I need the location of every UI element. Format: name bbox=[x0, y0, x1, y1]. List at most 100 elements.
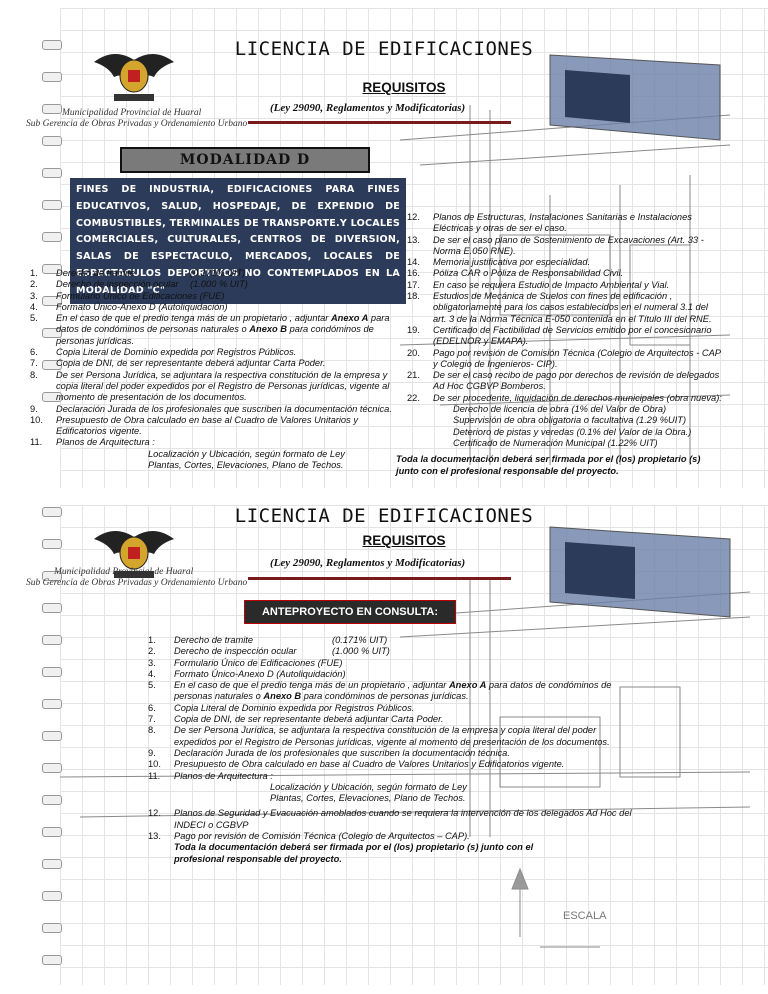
list-item: 4.Formato Único-Anexo D (Autoliquidación… bbox=[148, 669, 638, 680]
item-text: Póliza CAR o Póliza de Responsabilidad C… bbox=[433, 268, 624, 279]
item-number: 3. bbox=[30, 290, 38, 301]
list-item: 4. Formato Único-Anexo D (Autoliquidación… bbox=[30, 302, 396, 313]
document-sheet-2: ESCALA Municipalidad Provincial de Huara… bbox=[0, 497, 768, 994]
item-number: 19. bbox=[407, 324, 420, 335]
list-item: 9.Declaración Jurada de los profesionale… bbox=[30, 404, 396, 415]
list-item: 12.Planos de Seguridad y Evacuación amob… bbox=[148, 808, 638, 831]
item-number: 13. bbox=[407, 234, 420, 245]
list-item: 5.En el caso de que el predio tenga más … bbox=[148, 680, 638, 703]
list-item: 9.Declaración Jurada de los profesionale… bbox=[148, 748, 638, 759]
item-text: Formato Único-Anexo D (Autoliquidación) bbox=[174, 668, 346, 679]
item-text: Presupuesto de Obra calculado en base al… bbox=[56, 414, 358, 437]
item-text: Declaración Jurada de los profesionales … bbox=[56, 403, 392, 414]
list-item: 21. De ser el caso recibo de pago por der… bbox=[407, 370, 722, 393]
list-item: 1. Derecho de tramite (0.171% UIT) bbox=[30, 268, 396, 279]
signature-note: Toda la documentación deberá ser firmada… bbox=[174, 842, 534, 864]
item-fee: (1.000 % UIT) bbox=[332, 646, 390, 657]
item-text: Copia Literal de Dominio expedida por Re… bbox=[56, 347, 297, 358]
decorative-divider bbox=[248, 121, 511, 124]
list-item: 20.Pago por revisión de Comisión Técnica… bbox=[407, 348, 722, 371]
list-item: 1.Derecho de tramite(0.171% UIT) bbox=[148, 635, 638, 646]
list-item: 3. Formulario Único de Edificaciones (FUE… bbox=[148, 658, 638, 669]
list-item: 7.Copia de DNI, de ser representante deb… bbox=[148, 714, 638, 725]
item-number: 22. bbox=[407, 392, 420, 403]
sub-item: Derecho de licencia de obra (1% del Valo… bbox=[453, 404, 667, 415]
item-number: 4. bbox=[30, 301, 38, 312]
spiral-binding bbox=[42, 40, 62, 424]
item-number: 18. bbox=[407, 291, 420, 302]
item-number: 2. bbox=[30, 279, 38, 290]
list-item: 11. Planos de Arquitectura : bbox=[148, 771, 638, 782]
item-text: Certificado de Factibilidad de Servicios… bbox=[433, 324, 712, 347]
item-fee: (0.171% UIT) bbox=[332, 635, 388, 645]
item-number: 1. bbox=[30, 268, 38, 278]
sub-gerencia-name: Sub Gerencia de Obras Privadas y Ordenam… bbox=[26, 119, 248, 129]
item-number: 10. bbox=[30, 414, 43, 425]
list-item: 6.Copia Literal de Dominio expedida por … bbox=[30, 347, 396, 358]
sub-item: Supervisión de obra obligatoria o facult… bbox=[453, 415, 687, 426]
fines-description-box: FINES DE INDUSTRIA, EDIFICACIONES PARA F… bbox=[70, 178, 406, 304]
item-text: Copia de DNI, de ser representante deber… bbox=[174, 714, 444, 725]
sub-item: Localización y Ubicación, según formato … bbox=[148, 448, 345, 459]
requirements-heading: REQUISITOS bbox=[362, 533, 446, 548]
item-text: En caso se requiera Estudio de Impacto A… bbox=[433, 279, 670, 290]
item-text: De ser el caso recibo de pago por derech… bbox=[433, 370, 720, 392]
item-fee: (1.000 % UIT) bbox=[190, 279, 248, 290]
annex-label: Anexo B bbox=[249, 324, 288, 335]
municipality-name: Municipalidad Provincial de Huaral bbox=[62, 108, 202, 118]
item-text: De ser Persona Jurídica, se adjuntara la… bbox=[56, 369, 390, 403]
item-number: 6. bbox=[148, 702, 156, 713]
item-text: De ser el caso plano de Sostenimiento de… bbox=[433, 234, 704, 256]
item-text: Planos de Seguridad y Evacuación amoblad… bbox=[174, 808, 632, 830]
list-item: 13. De ser el caso plano de Sostenimiento… bbox=[407, 235, 722, 258]
item-number: 11. bbox=[148, 770, 161, 781]
list-item: 6. Copia Literal de Dominio expedida por … bbox=[148, 703, 638, 714]
item-number: 8. bbox=[30, 369, 38, 380]
item-text: Formulario Único de Edificaciones (FUE) bbox=[174, 657, 343, 668]
list-item: 19. Certificado de Factibilidad de Servic… bbox=[407, 325, 722, 348]
sketch-scale-label: ESCALA bbox=[563, 910, 607, 922]
item-text: Copia Literal de Dominio expedida por Re… bbox=[174, 702, 415, 713]
item-text: Copia de DNI, de ser representante deber… bbox=[56, 358, 326, 369]
item-text: Planos de Arquitectura : bbox=[174, 770, 273, 781]
item-text: para condóminos de personas jurídicas. bbox=[301, 691, 469, 702]
item-number: 7. bbox=[30, 358, 38, 369]
spiral-binding bbox=[42, 507, 62, 987]
sub-item: Certificado de Numeración Municipal (1.2… bbox=[453, 437, 658, 448]
list-item: 10. Presupuesto de Obra calculado en base… bbox=[148, 759, 638, 770]
document-sheet-1: Municipalidad Provincial de Huaral Sub G… bbox=[26, 8, 768, 488]
list-item: 22.De ser procedente, liquidación de der… bbox=[407, 393, 722, 404]
item-number: 13. bbox=[148, 831, 161, 842]
item-text: Derecho de inspección ocular bbox=[56, 279, 179, 290]
municipality-name: Municipalidad Provincial de Huaral bbox=[54, 567, 194, 577]
item-text: Pago por revisión de Comisión Técnica (C… bbox=[433, 347, 721, 369]
requirements-list-left: 1. Derecho de tramite (0.171% UIT) 2. Derech… bbox=[30, 268, 396, 471]
item-number: 9. bbox=[148, 747, 156, 758]
item-number: 10. bbox=[148, 759, 161, 770]
document-title: LICENCIA DE EDIFICACIONES bbox=[234, 505, 534, 527]
item-text: Derecho de tramite bbox=[56, 268, 136, 278]
item-text: Presupuesto de Obra calculado en base al… bbox=[174, 759, 565, 770]
modalidad-banner: MODALIDAD D bbox=[120, 147, 370, 173]
sub-gerencia-name: Sub Gerencia de Obras Privadas y Ordenam… bbox=[26, 578, 248, 588]
list-item: 14.Memoria justificativa por especialida… bbox=[407, 257, 722, 268]
item-text: Planos de Arquitectura : bbox=[56, 437, 155, 448]
sub-item: Plantas, Cortes, Elevaciones, Plano de T… bbox=[270, 793, 466, 804]
item-text: Derecho de inspección ocular bbox=[174, 646, 297, 657]
item-text: para datos de condóminos de personas nat… bbox=[174, 680, 612, 702]
item-fee: (0.171% UIT) bbox=[190, 268, 246, 278]
item-text: para datos de condóminos de personas nat… bbox=[56, 313, 390, 335]
item-number: 1. bbox=[148, 635, 156, 645]
item-number: 21. bbox=[407, 370, 420, 381]
law-reference: (Ley 29090, Reglamentos y Modificatorias… bbox=[270, 557, 466, 569]
law-reference: (Ley 29090, Reglamentos y Modificatorias… bbox=[270, 102, 466, 114]
item-number: 5. bbox=[30, 313, 38, 324]
item-number: 3. bbox=[148, 657, 156, 668]
item-text: De ser Persona Jurídica, se adjuntara la… bbox=[174, 725, 610, 747]
list-item: 16.Póliza CAR o Póliza de Responsabilida… bbox=[407, 268, 722, 279]
municipal-logo-icon bbox=[94, 53, 174, 101]
signature-note: Toda la documentación deberá ser firmada… bbox=[396, 454, 701, 476]
item-number: 11. bbox=[30, 437, 43, 448]
item-text: Formato Único-Anexo D (Autoliquidación) bbox=[56, 301, 228, 312]
list-item: 5.En el caso de que el predio tenga más … bbox=[30, 313, 396, 347]
